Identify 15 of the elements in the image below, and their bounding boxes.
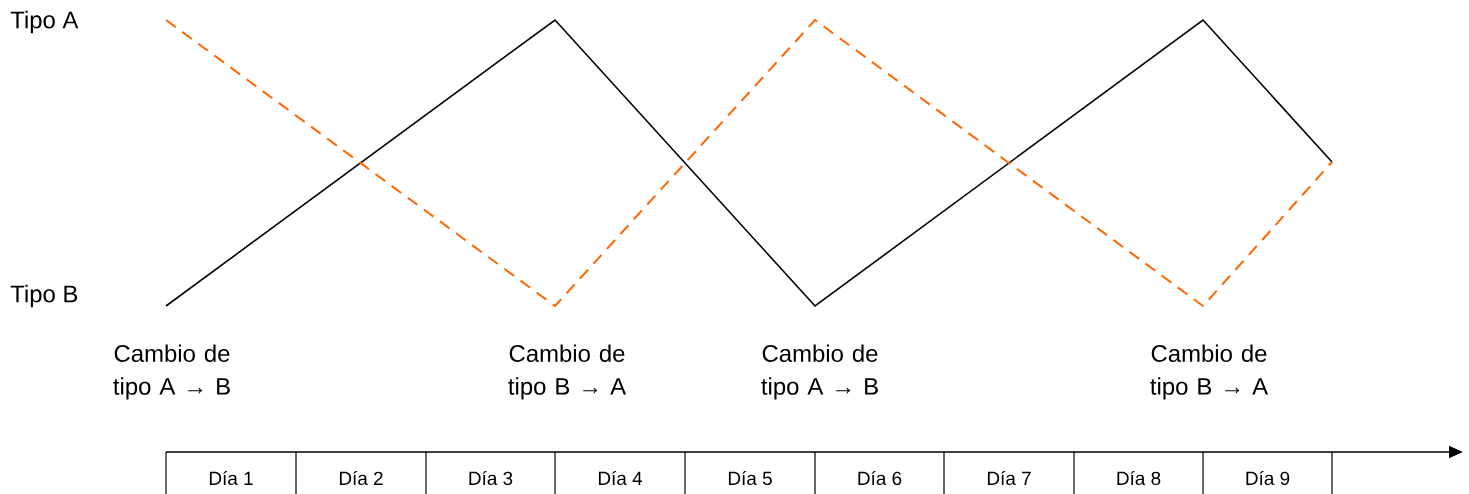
level-label: Tipo A	[10, 10, 79, 34]
day-label: Día 7	[987, 470, 1031, 486]
change-label: Cambio de tipo B → A	[508, 344, 627, 400]
day-label: Día 9	[1246, 470, 1290, 486]
day-label: Día 4	[598, 470, 643, 486]
day-label: Día 1	[209, 470, 253, 486]
day-label: Día 2	[339, 470, 383, 486]
change-label: Cambio de tipo A → B	[113, 344, 230, 400]
change-label: Cambio de tipo B → A	[1150, 344, 1269, 400]
day-label: Día 3	[469, 470, 513, 486]
level-label: Tipo B	[10, 284, 78, 308]
day-label: Día 8	[1117, 470, 1161, 486]
day-label: Día 5	[728, 470, 772, 486]
day-label: Día 6	[858, 470, 902, 486]
change-label: Cambio de tipo A → B	[761, 344, 878, 400]
